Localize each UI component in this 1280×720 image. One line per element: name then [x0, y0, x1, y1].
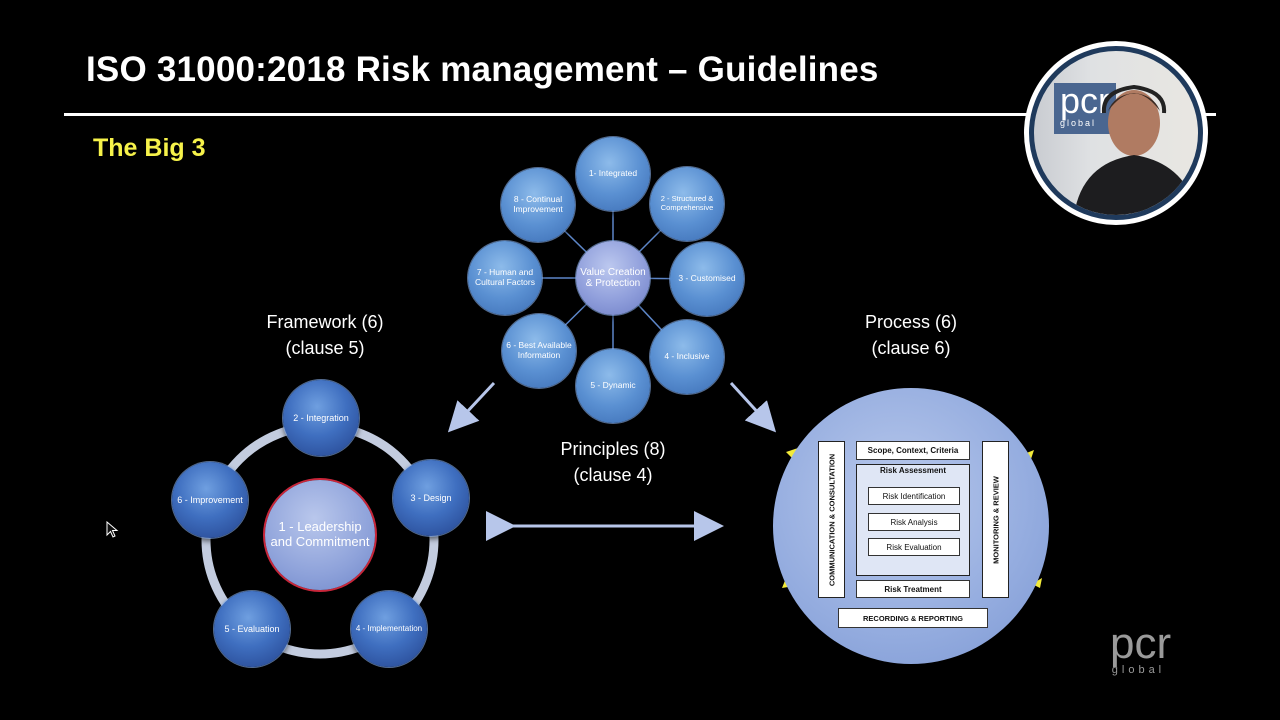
recording-reporting-box: RECORDING & REPORTING: [838, 608, 988, 628]
principle-node-inclusive: 4 - Inclusive: [650, 320, 724, 394]
risk-assessment-label: Risk Assessment: [880, 466, 946, 475]
principles-caption-line2: (clause 4): [573, 465, 653, 485]
communication-consultation-bar: COMMUNICATION & CONSULTATION: [818, 441, 845, 598]
principle-node-continual-improvement: 8 - Continual Improvement: [501, 168, 575, 242]
framework-node-design: 3 - Design: [393, 460, 469, 536]
corner-brand-logo: pcr global: [1110, 622, 1171, 677]
process-caption-line2: (clause 6): [871, 338, 951, 358]
risk-identification-box: Risk Identification: [868, 487, 960, 505]
slide-subtitle: The Big 3: [93, 134, 206, 162]
principles-caption-line1: Principles (8): [560, 439, 666, 459]
principle-node-dynamic: 5 - Dynamic: [576, 349, 650, 423]
risk-evaluation-box: Risk Evaluation: [868, 538, 960, 556]
arrow-principles-to-framework: [447, 381, 496, 433]
scope-context-criteria-box: Scope, Context, Criteria: [856, 441, 970, 460]
principles-center-node: Value Creation & Protection: [576, 241, 650, 315]
title-divider: [64, 113, 1216, 116]
principle-node-customised: 3 - Customised: [670, 242, 744, 316]
corner-logo-subtext: global: [1111, 664, 1166, 676]
framework-node-evaluation: 5 - Evaluation: [214, 591, 290, 667]
slide-title: ISO 31000:2018 Risk management – Guideli…: [86, 50, 879, 89]
framework-caption-line1: Framework (6): [266, 312, 384, 332]
framework-node-improvement: 6 - Improvement: [172, 462, 248, 538]
webcam-logo-text: pcr: [1060, 80, 1111, 121]
framework-node-integration: 2 - Integration: [283, 380, 359, 456]
mouse-pointer-icon: [106, 521, 119, 538]
risk-analysis-box: Risk Analysis: [868, 513, 960, 531]
principle-node-structured: 2 - Structured & Comprehensive: [650, 167, 724, 241]
framework-caption-line2: (clause 5): [285, 338, 365, 358]
webcam-logo-subtext: global: [1060, 118, 1097, 128]
principle-node-integrated: 1- Integrated: [576, 137, 650, 211]
arrow-principles-to-process: [729, 381, 777, 433]
webcam-frame: pcr global: [1029, 46, 1203, 220]
framework-node-implementation: 4 - Implementation: [351, 591, 427, 667]
framework-center-node: 1 - Leadership and Commitment: [265, 480, 375, 590]
principle-node-best-information: 6 - Best Available Information: [502, 314, 576, 388]
principles-caption: Principles (8) (clause 4): [503, 436, 723, 488]
communication-consultation-label: COMMUNICATION & CONSULTATION: [827, 453, 836, 586]
presenter-silhouette: [1074, 84, 1198, 215]
process-caption: Process (6) (clause 6): [801, 309, 1021, 361]
risk-treatment-box: Risk Treatment: [856, 580, 970, 598]
process-caption-line1: Process (6): [864, 312, 958, 332]
framework-caption: Framework (6) (clause 5): [215, 309, 435, 361]
principle-node-human-cultural: 7 - Human and Cultural Factors: [468, 241, 542, 315]
monitoring-review-bar: MONITORING & REVIEW: [982, 441, 1009, 598]
monitoring-review-label: MONITORING & REVIEW: [991, 475, 1000, 564]
corner-logo-text: pcr: [1110, 619, 1172, 668]
presenter-webcam: pcr global: [1024, 41, 1208, 225]
